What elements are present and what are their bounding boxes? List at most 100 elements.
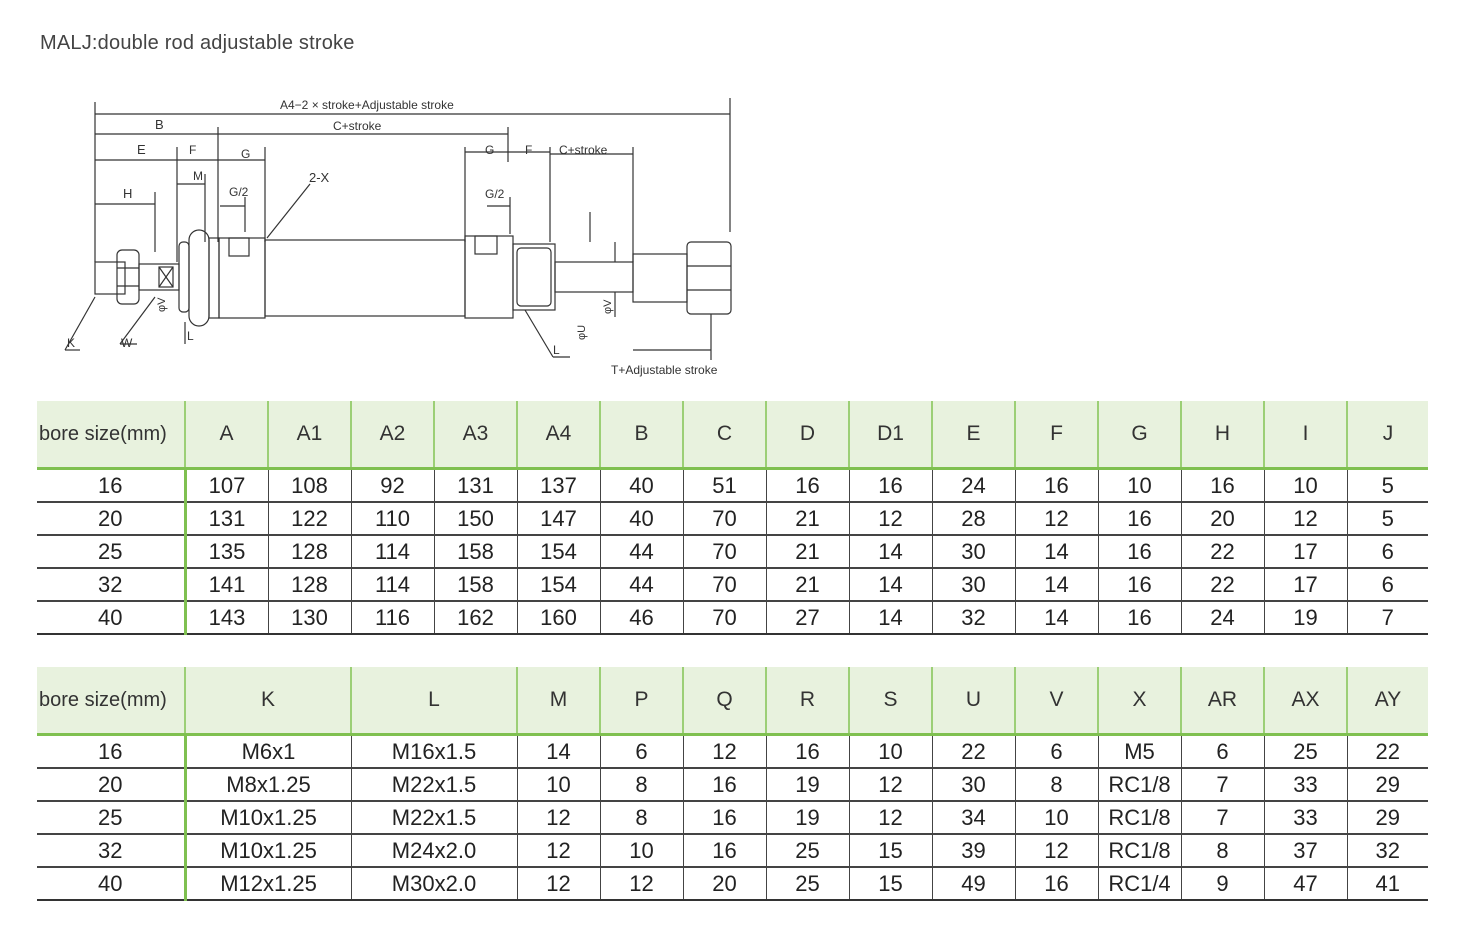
table-cell: 19 xyxy=(1263,601,1347,635)
table-cell: 14 xyxy=(848,601,932,635)
label-g: G xyxy=(241,147,250,161)
table-cell: 22 xyxy=(1180,568,1264,602)
table-cell: 16 xyxy=(1014,468,1098,503)
table-cell: 150 xyxy=(433,502,517,536)
table-cell: 10 xyxy=(848,734,932,769)
table-cell: 70 xyxy=(682,601,766,635)
table-cell: 10 xyxy=(1263,468,1347,503)
table-cell: 160 xyxy=(516,601,600,635)
table-cell: 8 xyxy=(599,801,683,835)
table-cell: 16 xyxy=(682,768,766,802)
table-cell: 20 xyxy=(682,867,766,901)
table-cell: 29 xyxy=(1346,768,1428,802)
table-cell: 16 xyxy=(1097,535,1181,569)
table-cell: 122 xyxy=(267,502,351,536)
table-cell: 128 xyxy=(267,568,351,602)
table-cell: M16x1.5 xyxy=(350,734,517,769)
table-cell: 16 xyxy=(765,734,849,769)
table-cell: 32 xyxy=(37,834,185,868)
label-c-stroke-right: C+stroke xyxy=(559,143,608,157)
column-header: C xyxy=(682,401,766,470)
table-cell: 6 xyxy=(1346,568,1428,602)
table-cell: 41 xyxy=(1346,867,1428,901)
table-cell: M6x1 xyxy=(183,734,351,769)
table-cell: 12 xyxy=(682,734,766,769)
column-header: G xyxy=(1097,401,1181,470)
label-overall: A4−2 × stroke+Adjustable stroke xyxy=(280,98,454,112)
column-header: B xyxy=(599,401,683,470)
table-cell: 46 xyxy=(599,601,683,635)
table-cell: 22 xyxy=(1180,535,1264,569)
column-header: A2 xyxy=(350,401,434,470)
label-g2: G/2 xyxy=(229,185,249,199)
table-cell: 44 xyxy=(599,568,683,602)
table-cell: 16 xyxy=(1180,468,1264,503)
column-header: AY xyxy=(1346,667,1428,736)
table-cell: 154 xyxy=(516,568,600,602)
table-cell: 7 xyxy=(1180,801,1264,835)
table-cell: 30 xyxy=(931,535,1015,569)
table-cell: 6 xyxy=(599,734,683,769)
table-cell: 14 xyxy=(848,535,932,569)
table-cell: 28 xyxy=(931,502,1015,536)
table-cell: 40 xyxy=(37,601,185,635)
table-cell: 147 xyxy=(516,502,600,536)
table-cell: M10x1.25 xyxy=(183,834,351,868)
table-cell: 7 xyxy=(1346,601,1428,635)
table-cell: 49 xyxy=(931,867,1015,901)
table-cell: 92 xyxy=(350,468,434,503)
table-cell: M24x2.0 xyxy=(350,834,517,868)
column-header: K xyxy=(184,667,351,736)
table-cell: 25 xyxy=(37,801,185,835)
table-cell: 16 xyxy=(37,734,185,769)
table-cell: 107 xyxy=(183,468,268,503)
table-cell: 32 xyxy=(37,568,185,602)
table-cell: 14 xyxy=(1014,568,1098,602)
table-cell: 51 xyxy=(682,468,766,503)
table-cell: 34 xyxy=(931,801,1015,835)
column-header: E xyxy=(931,401,1015,470)
table-cell: 70 xyxy=(682,535,766,569)
page-title: MALJ:double rod adjustable stroke xyxy=(40,32,355,54)
column-header: P xyxy=(599,667,683,736)
label-f: F xyxy=(189,143,196,157)
table-cell: 25 xyxy=(765,834,849,868)
table-cell: M30x2.0 xyxy=(350,867,517,901)
table-cell: 22 xyxy=(1346,734,1428,769)
table-cell: 12 xyxy=(516,801,600,835)
table-cell: 6 xyxy=(1346,535,1428,569)
column-header: Q xyxy=(682,667,766,736)
table-cell: 158 xyxy=(433,568,517,602)
table-cell: 40 xyxy=(37,867,185,901)
column-header: V xyxy=(1014,667,1098,736)
table-cell: 24 xyxy=(1180,601,1264,635)
table-cell: 30 xyxy=(931,768,1015,802)
table-cell: RC1/4 xyxy=(1097,867,1181,901)
table-cell: RC1/8 xyxy=(1097,801,1181,835)
table-cell: 70 xyxy=(682,568,766,602)
label-phi-u: φU xyxy=(576,325,588,340)
label-l: L xyxy=(187,329,194,343)
table-cell: 131 xyxy=(183,502,268,536)
table-cell: 17 xyxy=(1263,568,1347,602)
table-cell: 12 xyxy=(1014,834,1098,868)
table-cell: 12 xyxy=(1014,502,1098,536)
table-cell: 9 xyxy=(1180,867,1264,901)
table-cell: 16 xyxy=(1014,867,1098,901)
table-cell: 10 xyxy=(1097,468,1181,503)
column-header: A xyxy=(184,401,268,470)
table-cell: M12x1.25 xyxy=(183,867,351,901)
table-cell: 12 xyxy=(599,867,683,901)
table-cell: 8 xyxy=(1014,768,1098,802)
column-header: bore size(mm) xyxy=(37,401,185,470)
table-cell: 131 xyxy=(433,468,517,503)
table-cell: 6 xyxy=(1180,734,1264,769)
table-cell: 108 xyxy=(267,468,351,503)
table-cell: 25 xyxy=(37,535,185,569)
